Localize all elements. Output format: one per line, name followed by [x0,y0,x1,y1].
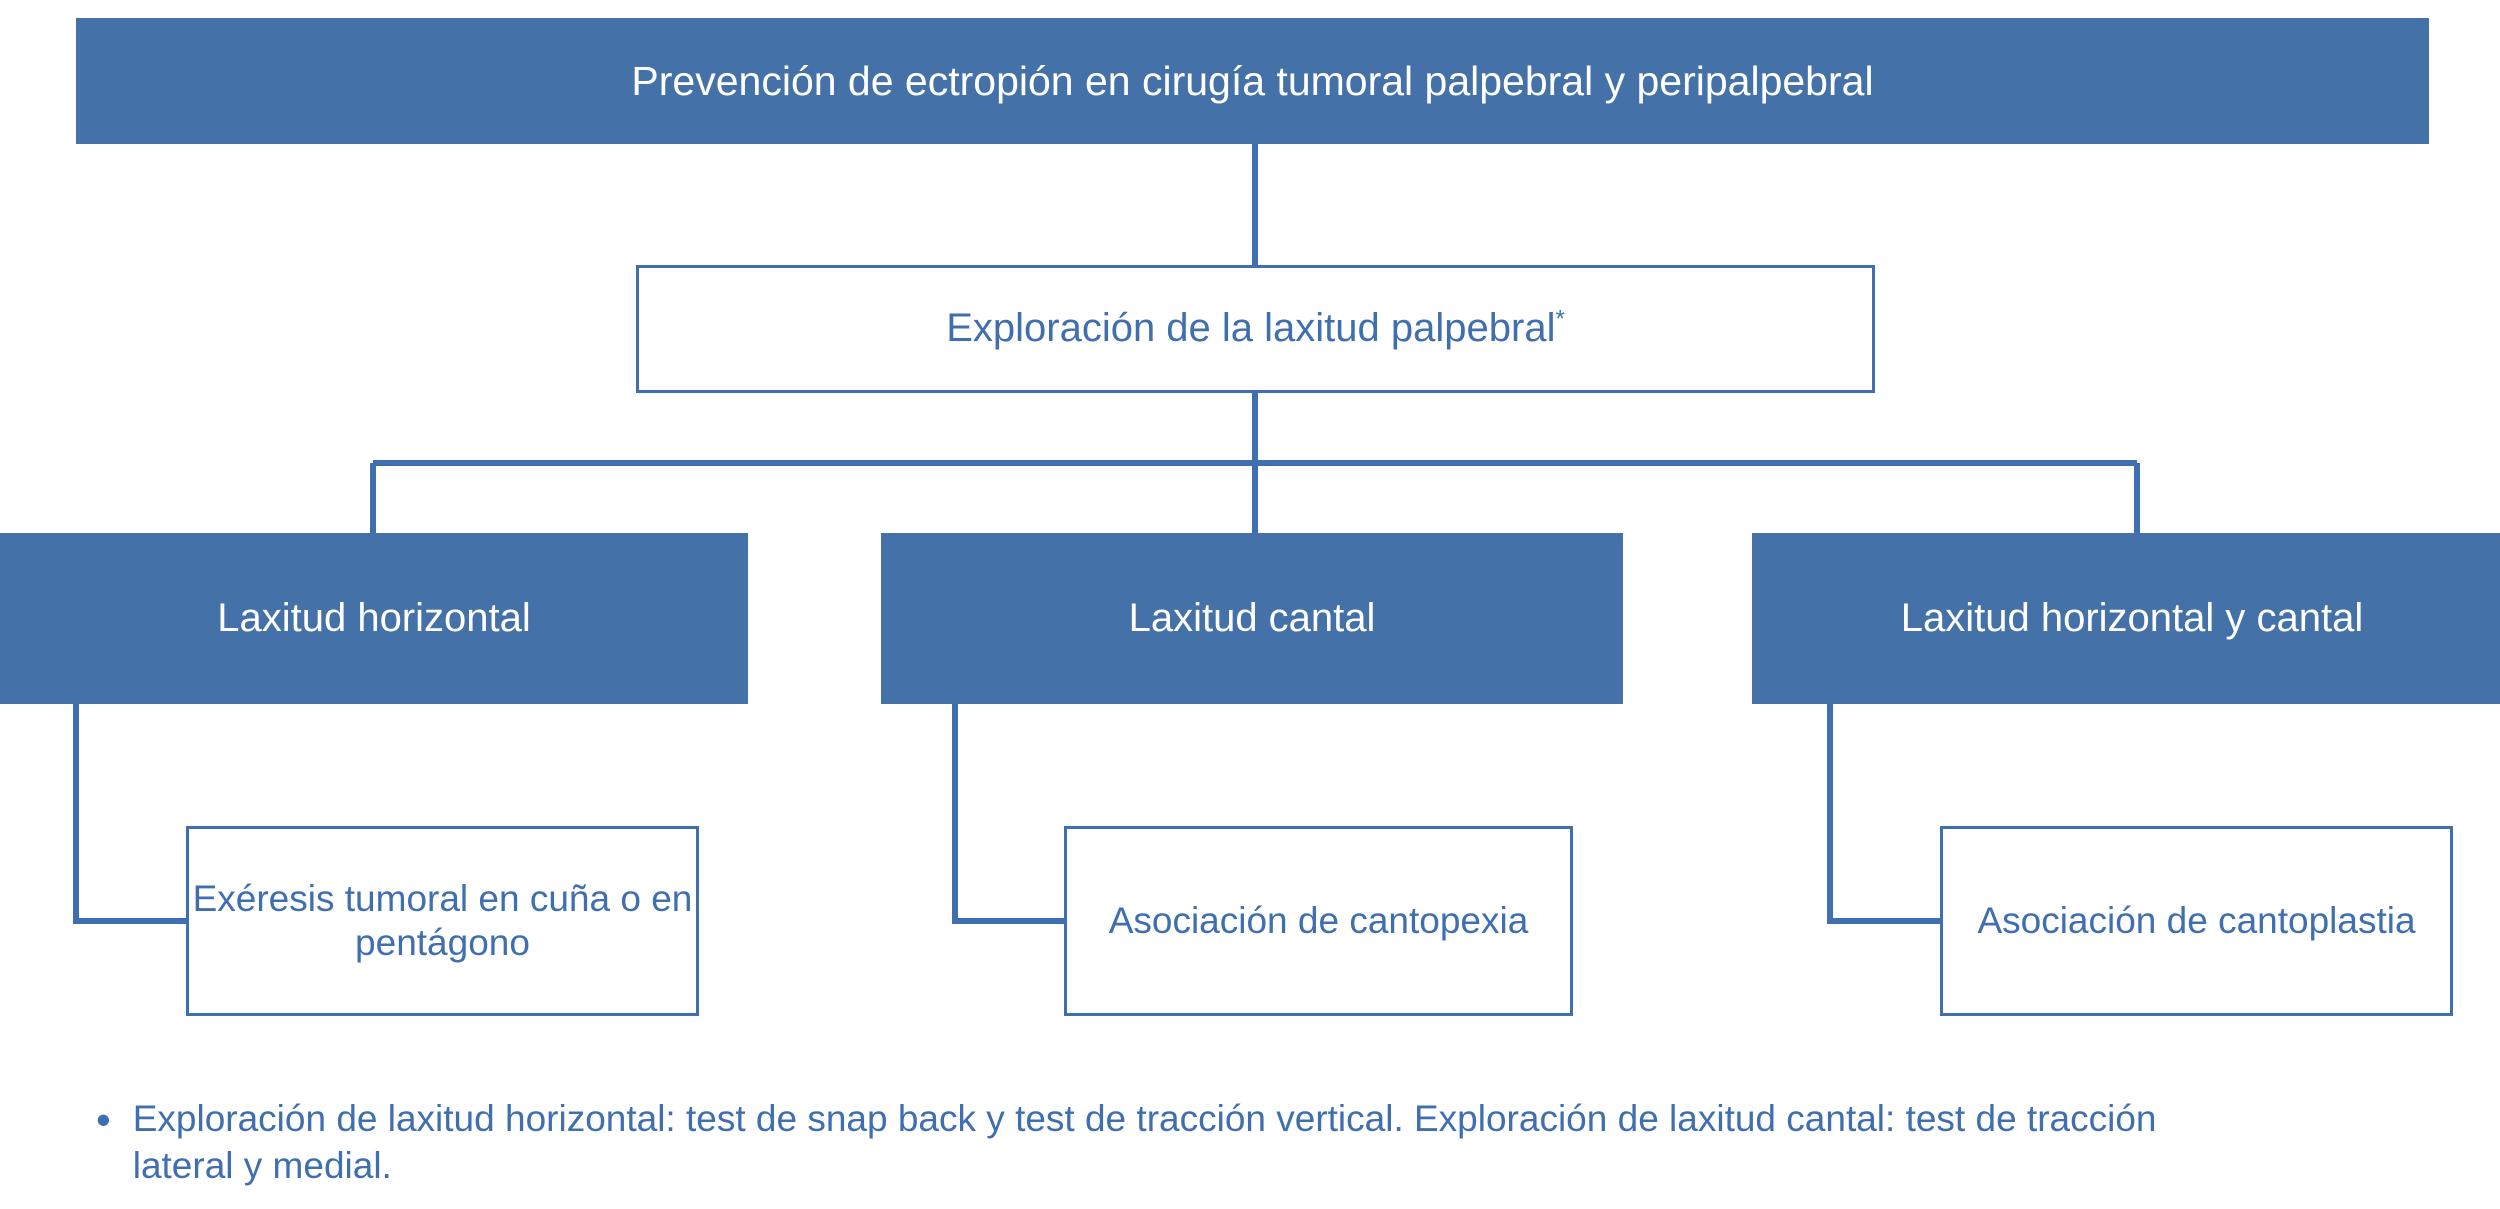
node-laxitud-horizontal-label: Laxitud horizontal [217,595,531,640]
footnote-text: Exploración de laxitud horizontal: test … [132,1098,2157,1187]
node-laxitud-cantal: Laxitud cantal [881,533,1623,704]
asterisk-marker: * [1555,306,1565,334]
node-laxitud-horizontal-y-cantal: Laxitud horizontal y cantal [1752,533,2500,704]
node-asociacion-cantoplastia-label: Asociación de cantoplastia [1977,900,2416,942]
diagram-title: Prevención de ectropión en cirugía tumor… [76,18,2429,144]
footnote: • Exploración de laxitud horizontal: tes… [96,1095,2396,1190]
bullet-icon: • [96,1096,111,1143]
node-exeresis-tumoral-label: Exéresis tumoral en cuña o en pentágono [192,878,693,963]
node-asociacion-cantopexia: Asociación de cantopexia [1064,826,1573,1016]
diagram-title-text: Prevención de ectropión en cirugía tumor… [631,57,1874,104]
node-asociacion-cantopexia-label: Asociación de cantopexia [1108,900,1529,942]
node-exploracion-laxitud-palpebral: Exploración de la laxitud palpebral* [636,265,1875,393]
node-laxitud-cantal-label: Laxitud cantal [1128,595,1376,640]
node-exploracion-label: Exploración de la laxitud palpebral* [946,306,1565,351]
node-laxitud-horizontal: Laxitud horizontal [0,533,748,704]
node-asociacion-cantoplastia: Asociación de cantoplastia [1940,826,2453,1016]
node-exeresis-tumoral: Exéresis tumoral en cuña o en pentágono [186,826,699,1016]
node-laxitud-horizontal-y-cantal-label: Laxitud horizontal y cantal [1900,595,2364,640]
